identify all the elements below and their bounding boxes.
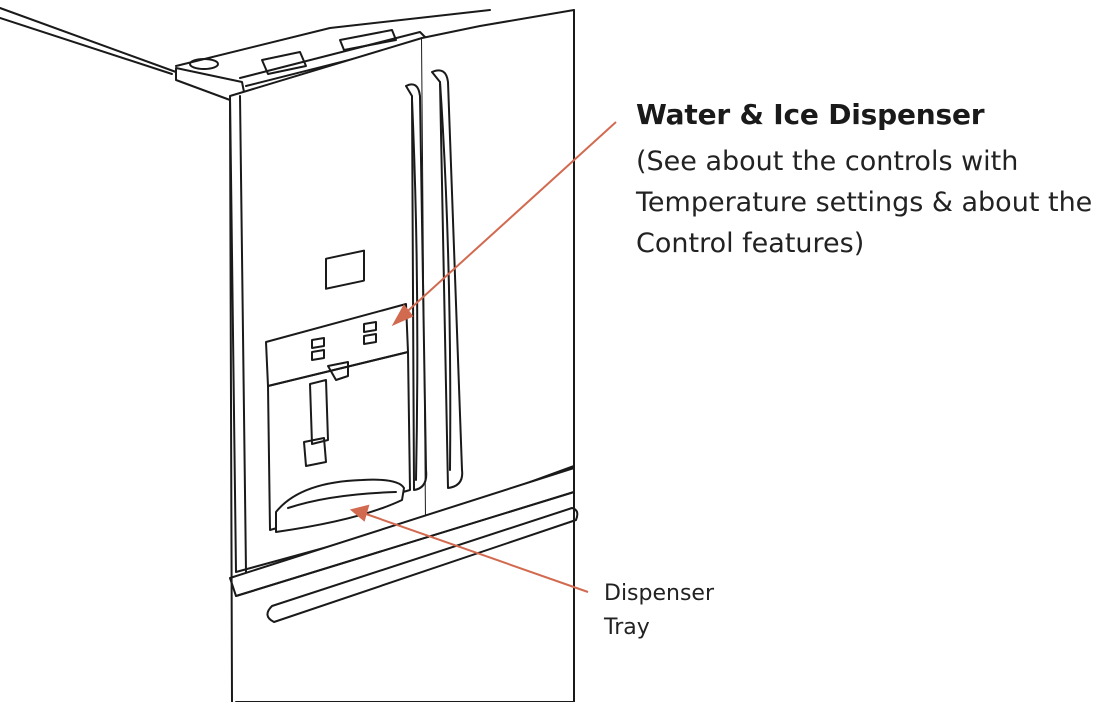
dispenser-callout-title: Water & Ice Dispenser bbox=[636, 98, 985, 131]
dispenser-leader-line bbox=[399, 121, 617, 319]
dispenser-callout-line: Control features) bbox=[636, 228, 865, 259]
tray-leader-arrow bbox=[349, 504, 370, 522]
cabinet-top bbox=[175, 9, 491, 67]
left-door-edge bbox=[239, 95, 247, 573]
tray-callout: Dispenser Tray bbox=[604, 577, 714, 645]
dispenser-leader-arrow bbox=[391, 304, 414, 327]
left-side bbox=[229, 99, 233, 702]
tray-callout-line: Dispenser bbox=[604, 581, 714, 606]
ice-chute bbox=[327, 361, 349, 381]
counter-edge bbox=[0, 7, 177, 73]
tray-rim bbox=[287, 491, 397, 509]
right-door bbox=[421, 9, 575, 521]
water-outlet bbox=[303, 437, 327, 467]
handle-left-inner bbox=[411, 99, 419, 481]
control-display bbox=[325, 249, 365, 290]
dispenser-callout-line: (See about the controls with bbox=[636, 146, 1019, 177]
dispenser-recess bbox=[267, 351, 411, 531]
tray-callout-line: Tray bbox=[604, 615, 650, 640]
freezer-front bbox=[235, 491, 575, 702]
dispenser-callout-body: (See about the controls with Temperature… bbox=[636, 141, 1116, 264]
counter-edge bbox=[0, 17, 173, 75]
dispenser-callout-line: Temperature settings & about the bbox=[636, 187, 1093, 218]
handle-left bbox=[405, 83, 428, 491]
hinge-detail bbox=[261, 51, 307, 75]
control-buttons bbox=[311, 321, 377, 361]
handle-right bbox=[431, 69, 464, 489]
tray-leader-line bbox=[365, 513, 589, 593]
paddle bbox=[309, 379, 329, 445]
hinge-detail bbox=[339, 29, 397, 51]
hinge-bolt bbox=[189, 58, 219, 70]
handle-right-inner bbox=[439, 81, 452, 471]
